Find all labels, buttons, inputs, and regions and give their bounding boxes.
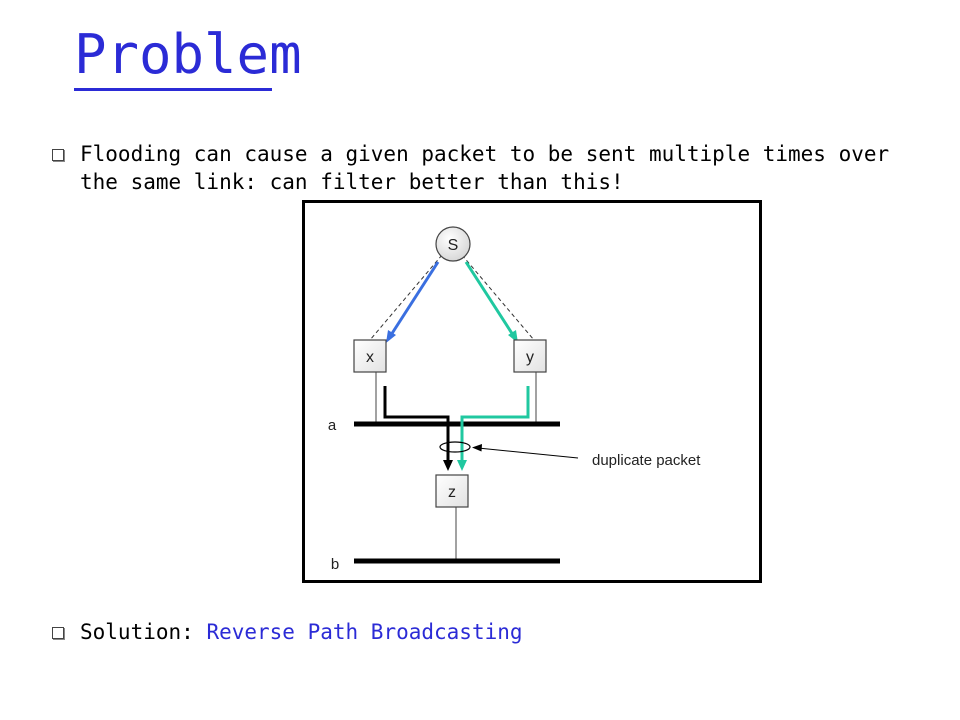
node-y-label: y <box>526 349 534 366</box>
black-arrowhead <box>443 460 453 471</box>
link-b-label: b <box>331 556 339 573</box>
annotation-text: duplicate packet <box>592 452 701 469</box>
title-underline <box>74 88 272 91</box>
bullet-square-icon <box>52 149 64 161</box>
green-arrow-s-to-y <box>464 261 515 336</box>
solution-prefix: Solution: <box>80 620 207 644</box>
blue-arrowhead <box>386 330 396 343</box>
dashed-link-s-y <box>461 254 535 341</box>
black-arrow-x-to-z <box>383 386 450 462</box>
bullet-square-icon <box>52 627 64 639</box>
bullet-text: Flooding can cause a given packet to be … <box>80 142 890 194</box>
annotation-pointer <box>477 447 579 459</box>
annotation-arrowhead <box>472 444 482 452</box>
node-z <box>435 474 469 508</box>
node-x-label: x <box>366 349 374 366</box>
node-s-label: S <box>448 237 459 254</box>
node-s <box>435 226 471 262</box>
node-z-label: z <box>448 484 456 501</box>
network-diagram: S x y a duplicate packet z b <box>302 200 762 583</box>
green-arrowhead-z <box>457 460 467 471</box>
node-x <box>353 339 387 373</box>
solution-highlight: Reverse Path Broadcasting <box>206 620 523 644</box>
link-a-label: a <box>328 417 337 434</box>
blue-arrow-s-to-x <box>389 261 440 336</box>
dashed-link-s-x <box>369 254 443 341</box>
green-arrow-y-to-z <box>460 386 530 462</box>
node-y <box>513 339 547 373</box>
diagram-frame <box>302 200 762 583</box>
bullet-text: Solution: Reverse Path Broadcasting <box>80 618 920 646</box>
slide-title: Problem <box>74 23 302 86</box>
duplicate-ellipse <box>439 441 471 453</box>
